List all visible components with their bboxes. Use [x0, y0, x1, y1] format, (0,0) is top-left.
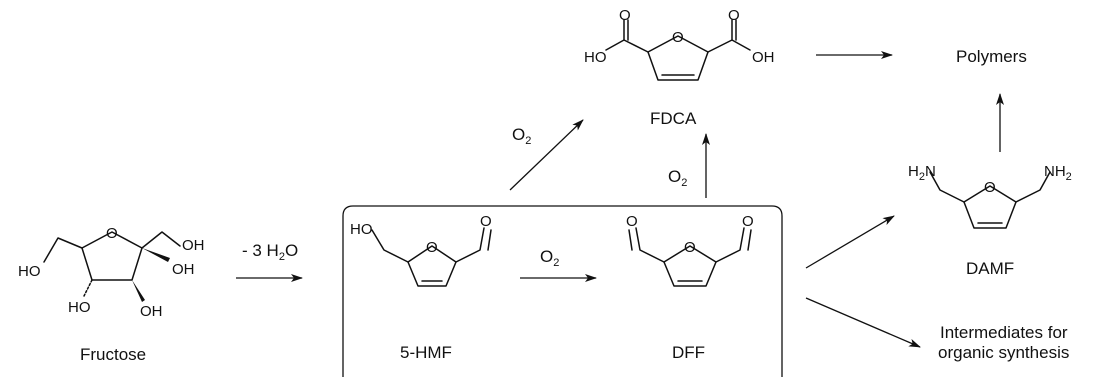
intermediates-label-line1: Intermediates for — [940, 323, 1068, 342]
damf-label: DAMF — [966, 259, 1014, 278]
dff-cho-left — [635, 227, 665, 263]
hmf-ring-bonds — [407, 245, 457, 287]
intermediates-label-line2: organic synthesis — [938, 343, 1069, 362]
hmf-aldehyde-o: O — [480, 213, 492, 230]
fructose-ring-oxygen: O — [106, 225, 118, 242]
fdca-oh: OH — [752, 49, 775, 66]
fdca-cooh-left — [605, 39, 649, 53]
damf-ch2nh2-right — [1015, 171, 1051, 203]
hmf-ho: HO — [350, 221, 373, 238]
fructose-ho-1: HO — [18, 263, 41, 280]
damf-ring-bonds — [963, 185, 1017, 229]
dff-cho-left-double — [628, 229, 633, 251]
damf-ring-oxygen: O — [984, 179, 996, 196]
dff-structure: O O O DFF — [626, 213, 754, 362]
dff-cho-right — [715, 227, 745, 263]
fdca-label: FDCA — [650, 109, 697, 128]
dff-label: DFF — [672, 343, 705, 362]
polymers-label: Polymers — [956, 47, 1027, 66]
dff-cho-right-double — [747, 229, 752, 251]
hmf-to-fdca-arrow — [509, 119, 584, 191]
fdca-o-right: O — [728, 7, 740, 24]
oxygen-reagent-2: O2 — [512, 125, 531, 147]
hmf-cho — [455, 227, 485, 263]
dff-aldehyde-o-left: O — [626, 213, 638, 230]
fdca-ring-bonds — [647, 35, 709, 81]
fructose-ring-bonds — [81, 231, 143, 281]
oxygen-reagent-1: O2 — [540, 247, 559, 269]
dff-to-damf-arrow — [805, 215, 895, 269]
hmf-ring-oxygen: O — [426, 239, 438, 256]
hmf-dff-box — [342, 205, 783, 377]
dff-aldehyde-o-right: O — [742, 213, 754, 230]
fructose-wedge-oh — [142, 248, 170, 262]
damf-structure: O H2N NH2 DAMF — [908, 163, 1072, 278]
hmf-ch2oh — [371, 229, 409, 263]
fructose-ch2oh-left — [43, 237, 83, 263]
dff-to-intermediates-arrow — [805, 297, 921, 348]
hmf-label: 5-HMF — [400, 343, 452, 362]
fructose-oh-2: OH — [172, 261, 195, 278]
fructose-ch2oh-right — [141, 231, 181, 249]
fructose-ho-2: HO — [68, 299, 91, 316]
damf-nh2-left: H2N — [908, 163, 936, 183]
fructose-label: Fructose — [80, 345, 146, 364]
damf-ch2nh2-left — [929, 171, 965, 203]
dff-ring-oxygen: O — [684, 239, 696, 256]
fructose-oh-1: OH — [182, 237, 205, 254]
fdca-cooh-right — [707, 39, 751, 53]
dff-ring-bonds — [663, 245, 717, 287]
fdca-ring-oxygen: O — [672, 29, 684, 46]
hmf-cho-double — [487, 229, 492, 251]
dehydration-reagent: - 3 H2O — [242, 241, 298, 263]
oxygen-reagent-3: O2 — [668, 167, 687, 189]
fructose-hash-oh — [83, 279, 93, 297]
hmf-structure: O HO O 5-HMF — [350, 213, 492, 362]
fructose-oh-3: OH — [140, 303, 163, 320]
fdca-ho: HO — [584, 49, 607, 66]
fructose-structure: O OH OH HO HO OH Fructose — [18, 225, 205, 364]
damf-nh2-right: NH2 — [1044, 163, 1072, 183]
fructose-wedge-oh2 — [132, 280, 145, 302]
fdca-o-left: O — [619, 7, 631, 24]
fdca-structure: O O O HO OH FDCA — [584, 7, 775, 128]
